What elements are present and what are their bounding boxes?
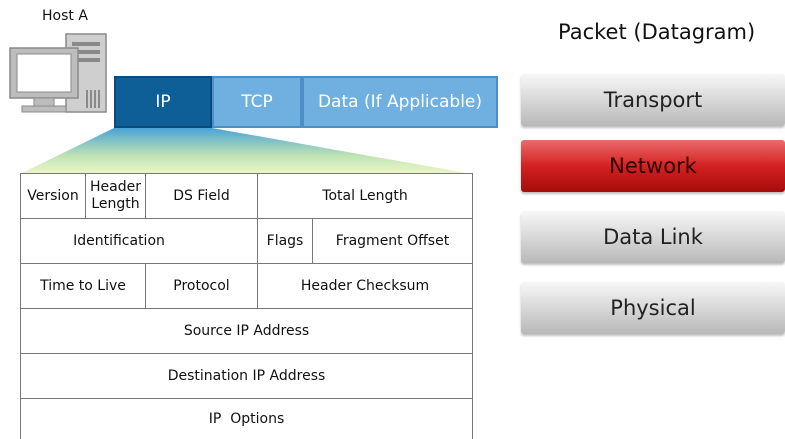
ip-header-table: Version Header Length DS Field Total Len… — [20, 173, 473, 439]
packet-ip-cell: IP — [114, 76, 212, 128]
field-destination-ip: Destination IP Address — [21, 354, 473, 399]
layer-transport: Transport — [521, 74, 785, 126]
computer-icon — [8, 32, 112, 122]
field-header-length-line1: Header — [90, 179, 141, 195]
field-ip-options: IP Options — [21, 399, 473, 439]
field-source-ip: Source IP Address — [21, 309, 473, 354]
layer-network: Network — [521, 140, 785, 192]
field-header-checksum: Header Checksum — [258, 264, 473, 309]
field-ttl: Time to Live — [21, 264, 146, 309]
packet-tcp-cell: TCP — [212, 76, 302, 128]
field-total-length: Total Length — [258, 174, 473, 219]
layer-physical: Physical — [521, 282, 785, 334]
packet-title: Packet (Datagram) — [558, 20, 755, 44]
field-identification: Identification — [21, 219, 258, 264]
field-header-length: Header Length — [86, 174, 146, 219]
field-flags: Flags — [258, 219, 313, 264]
field-fragment-offset: Fragment Offset — [313, 219, 473, 264]
field-version: Version — [21, 174, 86, 219]
field-header-length-line2: Length — [91, 196, 139, 212]
layer-data-link: Data Link — [521, 211, 785, 263]
expansion-funnel — [20, 128, 472, 174]
field-protocol: Protocol — [146, 264, 258, 309]
packet-data-cell: Data (If Applicable) — [302, 76, 498, 128]
field-ds: DS Field — [146, 174, 258, 219]
host-label: Host A — [42, 8, 88, 24]
